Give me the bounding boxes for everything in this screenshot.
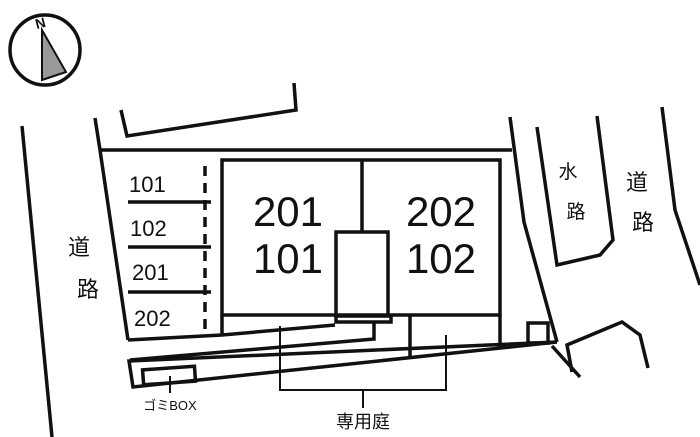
compass-icon bbox=[8, 13, 82, 87]
left-road-edge bbox=[20, 125, 54, 437]
right-road-label-1: 道 bbox=[626, 170, 648, 195]
right-road-edge bbox=[660, 106, 700, 286]
left-road-label-2: 路 bbox=[77, 277, 99, 302]
neighbor-boundary bbox=[119, 82, 298, 138]
lot-bottom-line bbox=[127, 323, 336, 342]
unit-202-label: 202 bbox=[406, 188, 476, 235]
parking-area bbox=[128, 166, 211, 332]
compass-north-label: N bbox=[33, 14, 47, 32]
parking-space-102: 102 bbox=[130, 216, 167, 241]
road-corner-edge bbox=[565, 320, 650, 373]
front-strip bbox=[126, 340, 558, 389]
parking-space-201: 201 bbox=[132, 260, 169, 285]
right-road-label-2: 路 bbox=[632, 210, 654, 235]
unit-201-label: 201 bbox=[253, 188, 323, 235]
unit-102-label: 102 bbox=[406, 235, 476, 282]
garbage-box-label: ゴミBOX bbox=[143, 398, 197, 413]
unit-101-label: 101 bbox=[253, 235, 323, 282]
waterway-edge bbox=[535, 115, 615, 268]
building bbox=[129, 158, 550, 362]
parking-space-101: 101 bbox=[129, 172, 166, 197]
road-corner-line bbox=[550, 344, 582, 379]
lot-right-boundary bbox=[508, 116, 559, 343]
private-garden-label: 専用庭 bbox=[336, 412, 390, 432]
waterway-label-1: 水 bbox=[558, 161, 577, 183]
left-road-label-1: 道 bbox=[68, 235, 90, 260]
parking-space-202: 202 bbox=[134, 306, 171, 331]
waterway-label-2: 路 bbox=[566, 201, 585, 223]
